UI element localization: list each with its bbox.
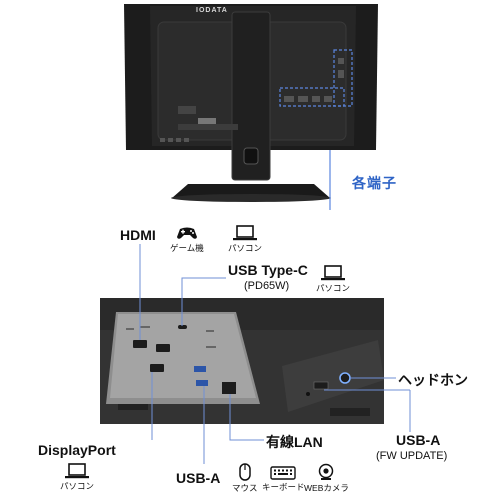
- usb-a-device-keyboard: キーボード: [262, 466, 305, 493]
- usb-a-label: USB-A: [176, 470, 221, 486]
- headphone-jack: [339, 372, 351, 384]
- ports-highlight-box-side: [333, 49, 353, 107]
- usb-a-fw-label: USB-A: [396, 432, 441, 448]
- ports-highlight-box: [279, 87, 345, 107]
- stand-neck: [231, 11, 271, 181]
- usb-a-device-webcam-caption: WEBカメラ: [304, 483, 349, 493]
- stand-base: [172, 184, 330, 198]
- lan-callout-line: [229, 394, 264, 441]
- usb-a-device-mouse: マウス: [232, 463, 258, 494]
- usb-a-device-mouse-caption: マウス: [232, 483, 258, 493]
- displayport-device-pc: パソコン: [60, 463, 94, 492]
- hdmi-label: HDMI: [120, 227, 156, 243]
- hdmi-device-game: ゲーム機: [170, 225, 204, 254]
- hdmi-device-pc: パソコン: [228, 225, 262, 254]
- hdmi-port-1: [133, 340, 147, 348]
- brand-logo-text: IODATA: [196, 7, 228, 14]
- displayport-label: DisplayPort: [38, 442, 116, 458]
- usb-type-c-label: USB Type-C: [228, 262, 308, 278]
- usb-c-port: [178, 325, 187, 329]
- laptop-icon: [321, 265, 345, 281]
- laptop-icon: [65, 463, 89, 479]
- displayport-device-pc-caption: パソコン: [60, 481, 95, 491]
- usb-type-c-device-pc: パソコン: [316, 265, 350, 294]
- lan-port: [222, 382, 236, 394]
- hdmi-port-2: [156, 344, 170, 352]
- laptop-icon: [233, 225, 257, 241]
- displayport-port: [150, 364, 164, 372]
- usb-a-port-2: [196, 380, 208, 386]
- webcam-icon: [319, 463, 334, 480]
- lan-label: 有線LAN: [266, 434, 323, 450]
- hdmi-device-pc-caption: パソコン: [228, 243, 263, 253]
- usb-type-c-device-pc-caption: パソコン: [316, 283, 351, 293]
- usb-a-fw-port: [313, 381, 329, 390]
- usb-a-port-1: [194, 366, 206, 372]
- usb-type-c-sublabel: (PD65W): [244, 280, 290, 292]
- usb-c-callout-line: [181, 277, 226, 326]
- usb-a-fw-sublabel: (FW UPDATE): [376, 450, 448, 462]
- keyboard-icon: [270, 466, 296, 480]
- usb-a-device-keyboard-caption: キーボード: [262, 482, 305, 492]
- hdmi-device-game-caption: ゲーム機: [170, 243, 204, 253]
- monitor-back-illustration: [124, 4, 378, 210]
- mouse-icon: [239, 463, 251, 481]
- terminals-heading: 各端子: [352, 175, 397, 191]
- headphone-label: ヘッドホン: [398, 372, 468, 388]
- game-controller-icon: [176, 227, 197, 239]
- usb-a-device-webcam: WEBカメラ: [304, 463, 349, 494]
